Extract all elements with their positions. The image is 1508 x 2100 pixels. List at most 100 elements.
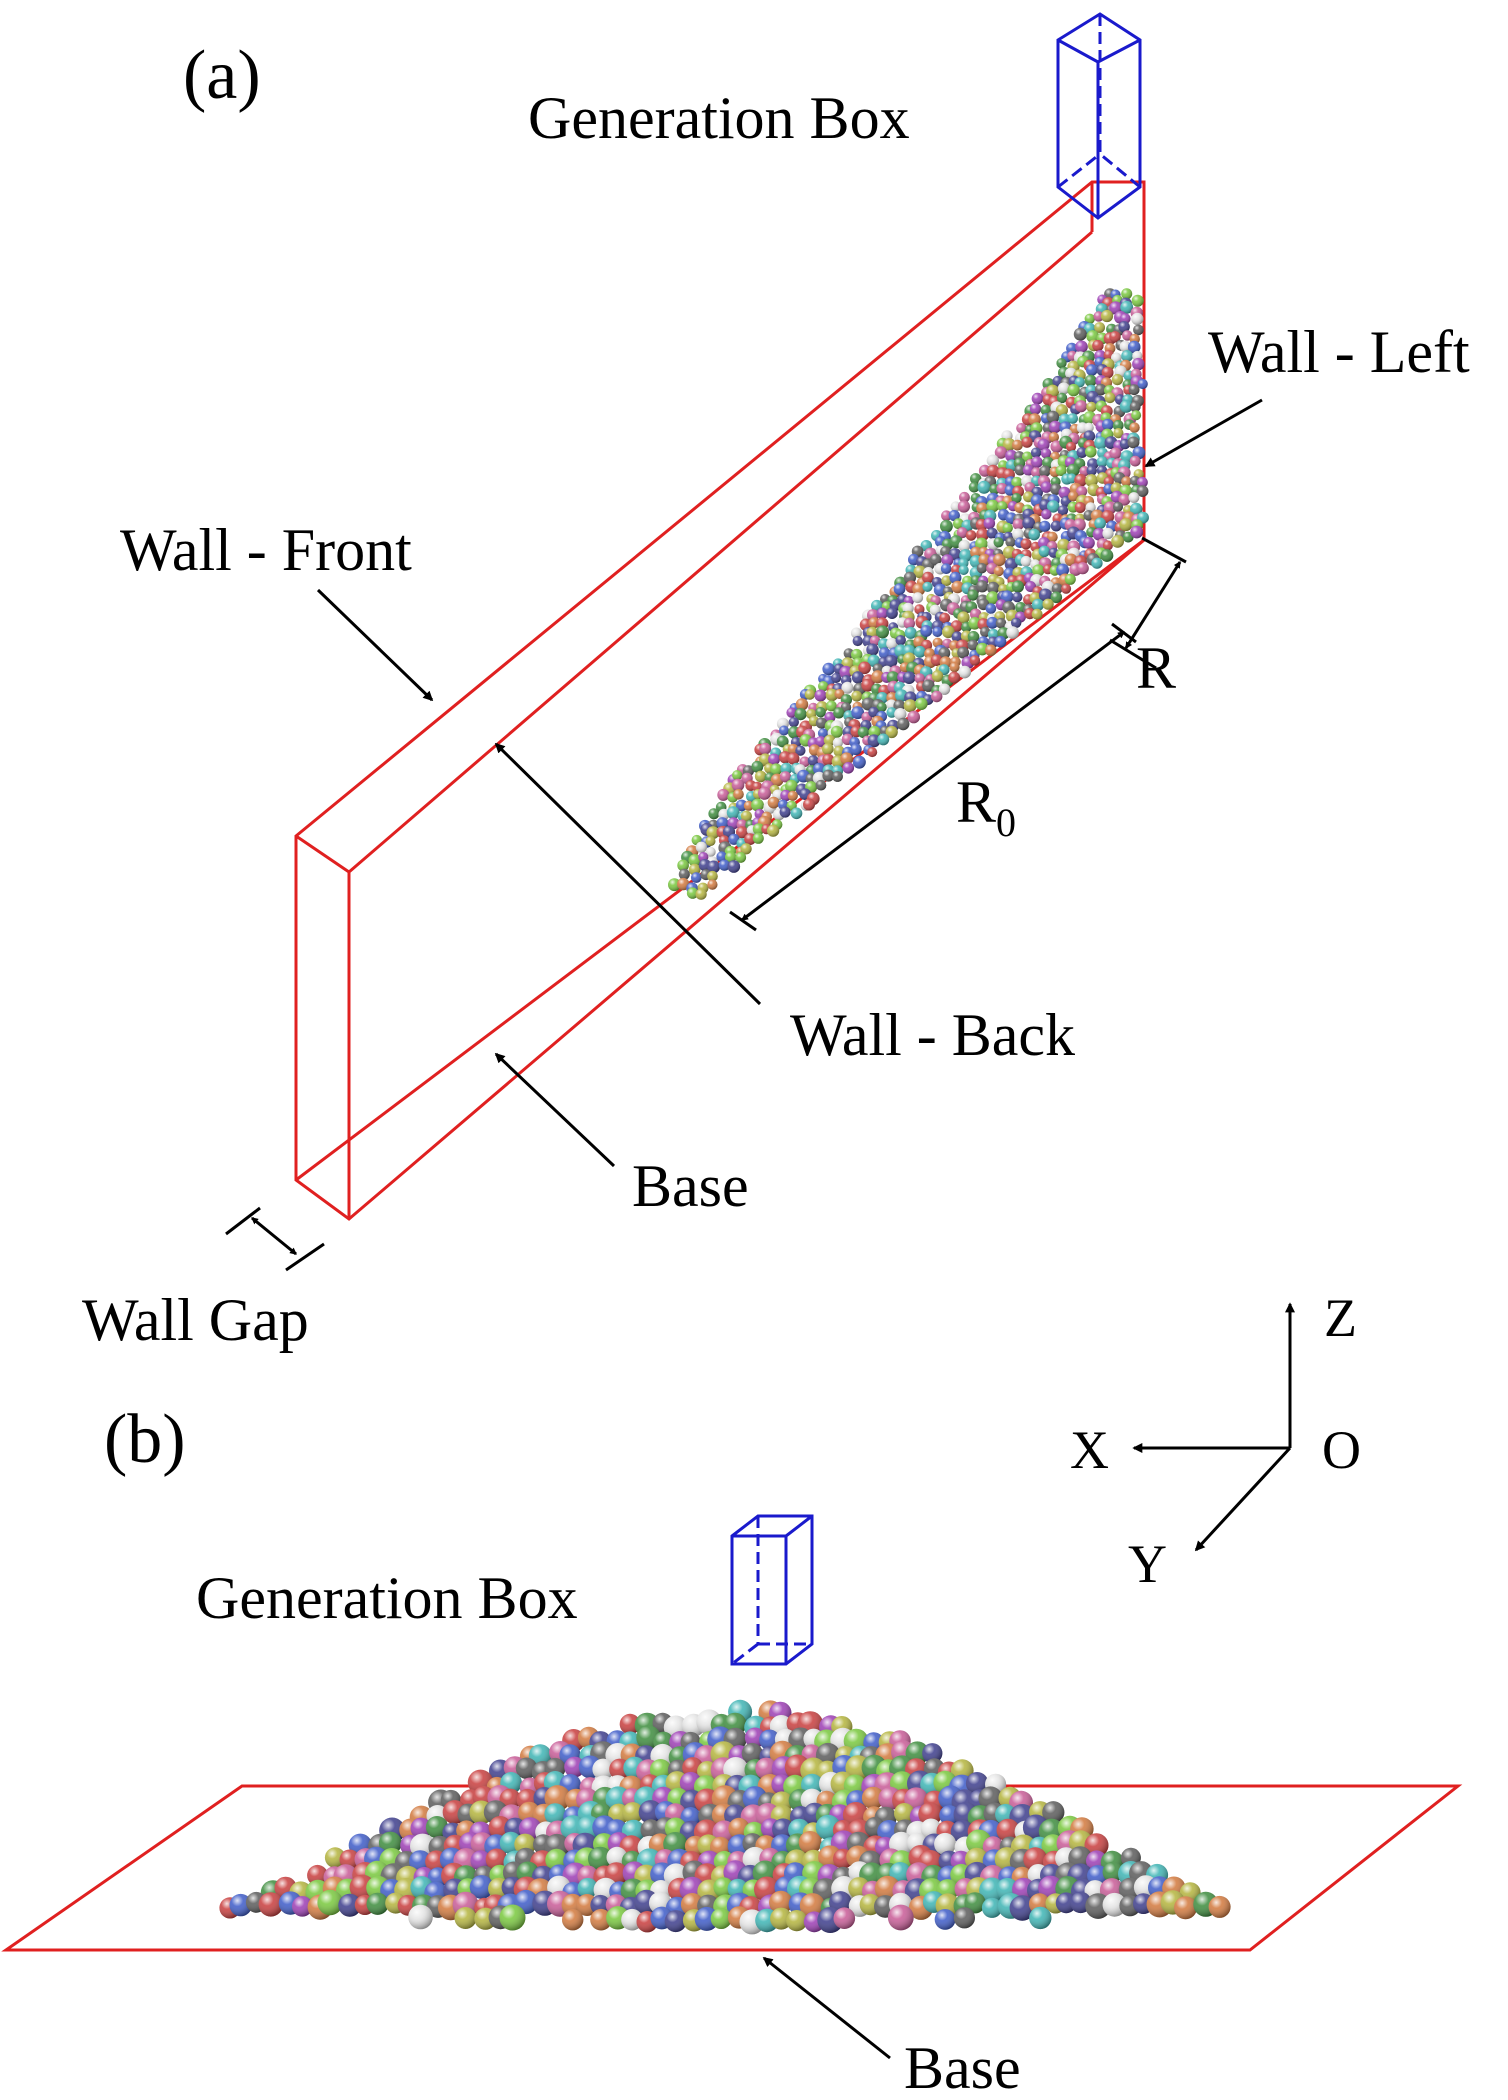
particle-shading — [1048, 432, 1059, 443]
base-plane-b — [1, 1784, 1463, 1952]
particle-shading — [577, 1877, 598, 1899]
particle-shading — [677, 859, 689, 872]
particle-shading — [1030, 447, 1042, 458]
particle-shading — [1049, 420, 1062, 434]
particle-shading — [1084, 1833, 1109, 1858]
particle-shading — [307, 1864, 328, 1886]
particle-shading — [822, 662, 835, 676]
particle-shading — [1066, 473, 1077, 484]
wall-back-label: Wall - Back — [790, 1002, 1075, 1068]
particle-shading — [948, 671, 961, 684]
particle-shading — [1129, 422, 1140, 433]
particle-shading — [1038, 588, 1052, 602]
particle-shading — [1037, 438, 1050, 451]
particle-shading — [1127, 436, 1140, 449]
wall-left-arrow — [1144, 398, 1263, 468]
particle-shading — [1174, 1896, 1197, 1920]
particle-shading — [1055, 465, 1067, 476]
wall-back-arrow — [494, 742, 762, 1006]
particle-shading — [1056, 563, 1069, 577]
particle-shading — [907, 710, 920, 724]
particle-shading — [779, 725, 789, 736]
particle-shading — [1020, 555, 1032, 567]
dimension-r0 — [729, 622, 1137, 932]
particle-shading — [1005, 449, 1018, 462]
particle-shading — [1092, 528, 1106, 541]
particle-shading — [970, 608, 982, 620]
particle-shading — [707, 879, 718, 890]
particle-shading — [986, 527, 998, 539]
particle-shading — [1031, 467, 1042, 478]
particle-shading — [664, 1910, 687, 1933]
particle-shading — [981, 1897, 1003, 1918]
particle-shading — [1121, 288, 1133, 300]
particle-shading — [1128, 492, 1140, 503]
particle-shading — [1031, 608, 1043, 620]
particle-shading — [758, 786, 771, 800]
particle-shading — [770, 1907, 793, 1930]
particle-shading — [986, 591, 1000, 605]
generation-box-a-label: Generation Box — [528, 85, 910, 151]
particle-shading — [996, 1818, 1020, 1842]
particle-shading — [833, 1907, 856, 1929]
particle-shading — [1004, 557, 1018, 571]
particle-shading — [920, 625, 933, 637]
particle-shading — [852, 755, 866, 769]
particle-shading — [668, 878, 681, 892]
particle-shading — [950, 501, 961, 512]
particle-shading — [993, 537, 1004, 548]
particle-shading — [1065, 441, 1077, 452]
particle-shading — [1085, 474, 1098, 487]
particle-shading — [786, 1910, 808, 1932]
particle-shading — [887, 1904, 914, 1931]
particle-shading — [1005, 537, 1016, 548]
particle-shading — [718, 808, 730, 820]
particle-shading — [1075, 400, 1088, 413]
particle-shading — [851, 671, 865, 684]
particle-shading — [993, 566, 1004, 577]
particle-shading — [1102, 540, 1113, 551]
particle-shading — [1083, 537, 1095, 549]
particle-shading — [1109, 331, 1121, 343]
particle-shading — [1102, 1892, 1127, 1917]
particle-shading — [779, 806, 791, 818]
particle-shading — [953, 518, 964, 530]
particle-shading — [622, 1802, 644, 1824]
particle-shading — [958, 539, 971, 552]
particle-shading — [1127, 340, 1141, 354]
particle-shading — [1031, 392, 1044, 405]
particle-shading — [741, 1742, 763, 1764]
particle-shading — [965, 1772, 989, 1795]
particle-shading — [956, 527, 968, 539]
origin-label: O — [1322, 1420, 1361, 1480]
particle-shading — [934, 1832, 957, 1855]
particle-shading — [1083, 422, 1094, 433]
particle-shading — [1129, 455, 1141, 467]
y-axis-label: Y — [1128, 1534, 1167, 1594]
particle-shading — [718, 859, 731, 871]
gen-box-a-edge — [1057, 152, 1101, 189]
particle-shading — [987, 581, 1000, 595]
particle-shading — [728, 833, 740, 845]
particle-shading — [1128, 384, 1140, 396]
particle-shading — [1120, 313, 1131, 324]
particle-shading — [922, 1743, 943, 1764]
particle-shading — [1085, 446, 1097, 458]
particle-shading — [338, 1893, 362, 1917]
particle-shading — [469, 1875, 494, 1899]
particle-shading — [976, 528, 989, 542]
particle-shading — [968, 482, 980, 493]
particle-shading — [1029, 1906, 1052, 1930]
particle-shading — [932, 626, 943, 638]
particle-shading — [1076, 485, 1088, 497]
particle-shading — [931, 670, 944, 682]
particle-shading — [994, 446, 1008, 459]
particle-shading — [968, 617, 981, 630]
particle-shading — [727, 860, 741, 873]
particle-shading — [1064, 573, 1076, 585]
particle-shading — [1101, 366, 1114, 379]
particle-shading — [258, 1892, 283, 1917]
particle-shading — [1100, 309, 1114, 323]
particle-shading — [1042, 1801, 1065, 1824]
particle-shading — [1131, 294, 1144, 307]
